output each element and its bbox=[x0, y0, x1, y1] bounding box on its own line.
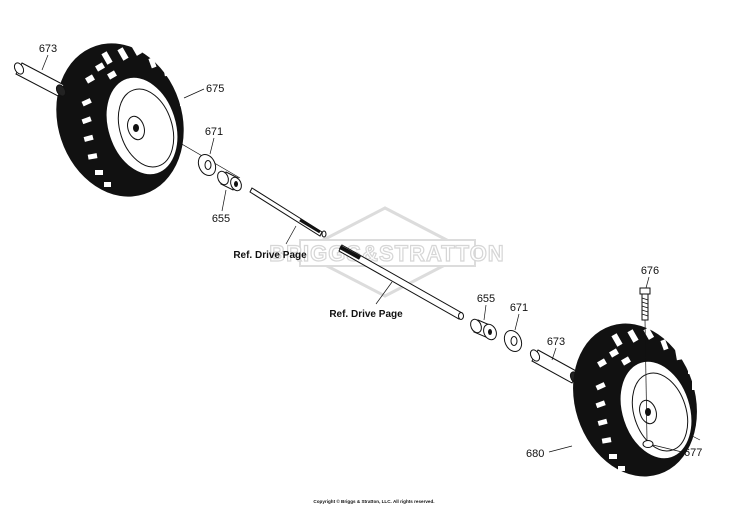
axle-short bbox=[249, 187, 327, 238]
callout-676: 676 bbox=[641, 265, 659, 277]
callout-675: 675 bbox=[206, 83, 224, 95]
washer-671-bottom bbox=[503, 329, 523, 353]
callout-677: 677 bbox=[684, 447, 702, 459]
wheel-right bbox=[573, 323, 701, 477]
callout-655-top: 655 bbox=[212, 213, 230, 225]
axle-long bbox=[338, 244, 464, 320]
ref-drive-page-1: Ref. Drive Page bbox=[233, 250, 307, 261]
tread-pattern-left bbox=[81, 43, 184, 187]
callout-673-top: 673 bbox=[39, 43, 57, 55]
callout-655-bottom: 655 bbox=[477, 293, 495, 305]
bolt-676 bbox=[639, 287, 651, 441]
callout-671-top: 671 bbox=[205, 126, 223, 138]
wheel-left bbox=[56, 43, 241, 197]
tread-pattern-right bbox=[595, 327, 696, 471]
callout-680: 680 bbox=[526, 448, 544, 460]
watermark-text: BRIGGS&STRATTON bbox=[269, 241, 504, 266]
bushing-655-bottom bbox=[470, 318, 497, 341]
watermark-logo: BRIGGS&STRATTON bbox=[269, 206, 504, 298]
nut-677 bbox=[642, 440, 654, 448]
ref-drive-page-2: Ref. Drive Page bbox=[329, 309, 403, 320]
callout-673-bottom: 673 bbox=[547, 336, 565, 348]
washer-671-top bbox=[197, 153, 217, 177]
bushing-655-top bbox=[217, 170, 242, 192]
callout-671-bottom: 671 bbox=[510, 302, 528, 314]
copyright-text: Copyright © Briggs & Stratton, LLC. All … bbox=[313, 498, 434, 504]
spacer-tube-673-top bbox=[13, 62, 67, 97]
